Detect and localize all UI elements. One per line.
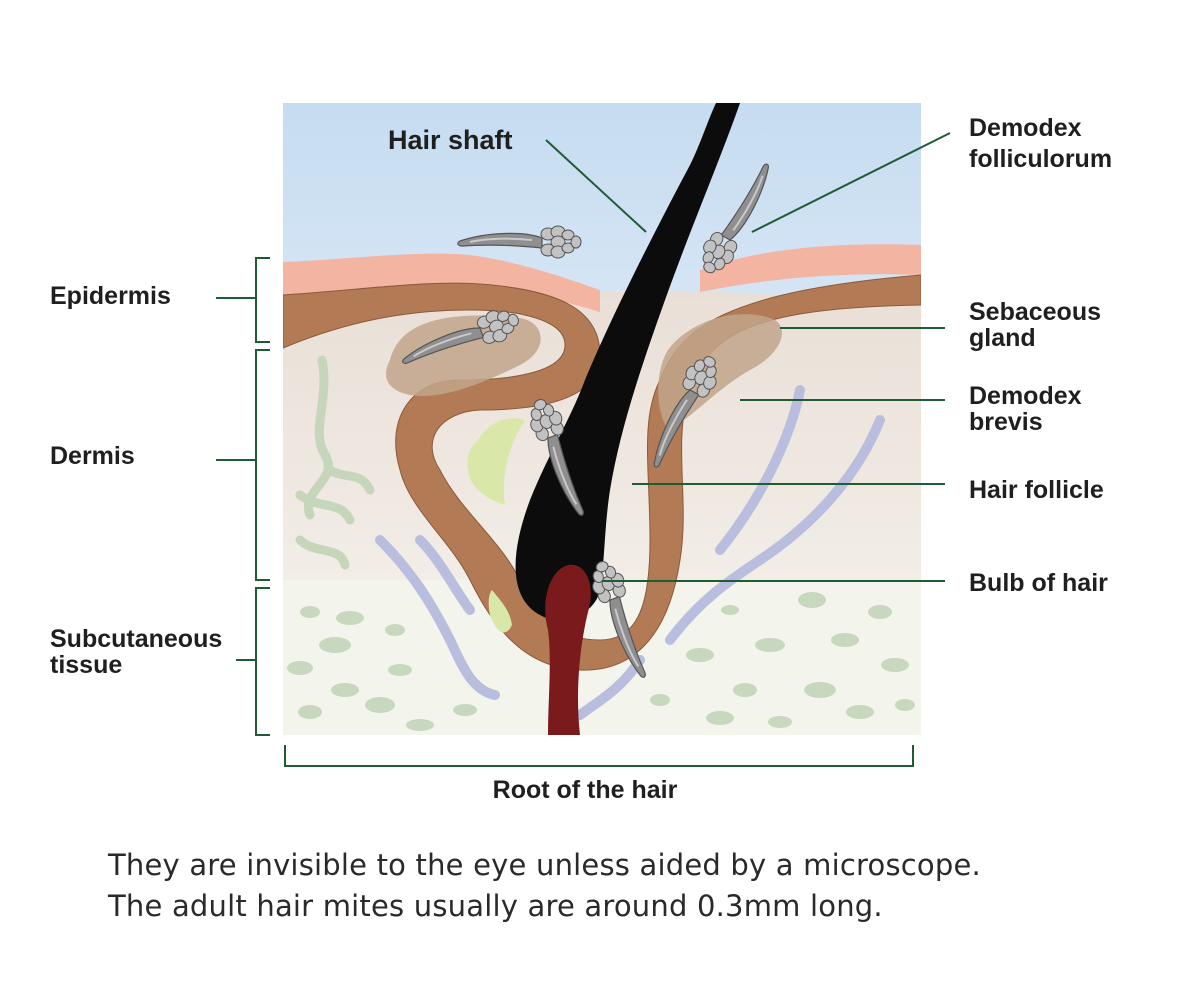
fat-cells (287, 592, 915, 731)
caption-line-1: They are invisible to the eye unless aid… (108, 848, 981, 882)
label-sebaceous-gland-line1: Sebaceous (969, 298, 1101, 326)
epidermis-pink-right (700, 244, 921, 292)
label-subcutaneous-tissue-line2: tissue (50, 651, 122, 679)
label-bulb-of-hair: Bulb of hair (969, 569, 1108, 597)
label-demodex-folliculorum-line1: Demodex (969, 114, 1082, 142)
layer-brackets (216, 257, 914, 767)
caption: They are invisible to the eye unless aid… (108, 845, 1168, 927)
caption-line-2: The adult hair mites usually are around … (108, 889, 883, 923)
label-sebaceous-gland-line2: gland (969, 324, 1036, 352)
label-epidermis: Epidermis (50, 282, 171, 310)
label-hair-follicle: Hair follicle (969, 476, 1104, 504)
label-demodex-brevis-line2: brevis (969, 408, 1043, 436)
sweat-gland (295, 355, 375, 570)
label-demodex-folliculorum-line2: folliculorum (969, 145, 1112, 173)
label-subcutaneous-tissue-line1: Subcutaneous (50, 625, 222, 653)
label-dermis: Dermis (50, 442, 135, 470)
blood-vessels (375, 385, 885, 720)
sebum-lower (488, 590, 512, 633)
skin-cross-section (283, 103, 921, 735)
label-hair-shaft: Hair shaft (388, 125, 513, 155)
leader-lines (545, 132, 951, 582)
sebum (467, 418, 525, 505)
dermal-papilla (545, 564, 591, 735)
label-root-of-the-hair: Root of the hair (493, 776, 678, 804)
label-demodex-brevis-line1: Demodex (969, 382, 1082, 410)
